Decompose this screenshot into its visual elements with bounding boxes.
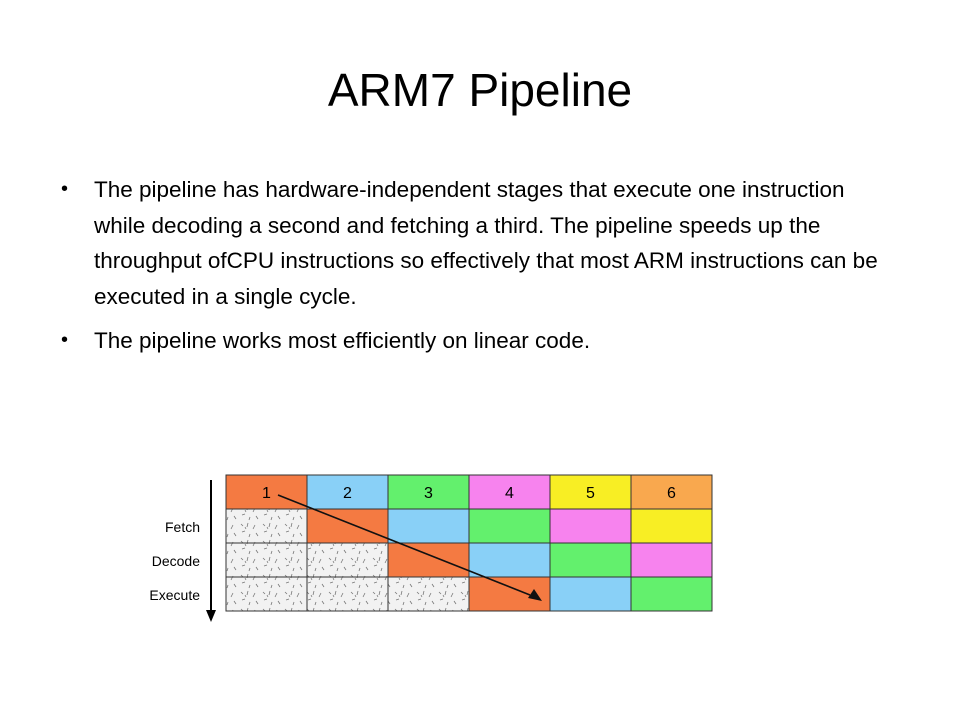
- instruction-cell: [549, 508, 632, 544]
- cycle-label: 4: [505, 485, 514, 502]
- cycle-header-cell: [306, 474, 389, 510]
- instruction-cell: [468, 576, 551, 612]
- idle-cell: [387, 576, 470, 612]
- instruction-cell: [387, 508, 470, 544]
- cycle-label: 1: [262, 485, 271, 502]
- idle-cell: [225, 576, 308, 612]
- bullet-item: • The pipeline has hardware-independent …: [60, 172, 880, 314]
- idle-cell: [306, 542, 389, 578]
- bullet-list: • The pipeline has hardware-independent …: [60, 172, 880, 368]
- instruction-cell: [549, 576, 632, 612]
- instruction-cell: [468, 542, 551, 578]
- instruction-cell: [630, 542, 713, 578]
- idle-cell: [225, 542, 308, 578]
- bullet-text: The pipeline has hardware-independent st…: [94, 177, 878, 309]
- idle-cell: [306, 576, 389, 612]
- instruction-cell: [468, 508, 551, 544]
- time-arrowhead: [206, 610, 216, 622]
- bullet-icon: •: [61, 329, 69, 351]
- stage-label: Decode: [152, 553, 200, 569]
- cycle-header-cell: [630, 474, 713, 510]
- cycle-label: 5: [586, 485, 595, 502]
- stage-label: Fetch: [165, 519, 200, 535]
- bullet-icon: •: [61, 178, 69, 200]
- instruction-cell: [630, 508, 713, 544]
- cycle-label: 2: [343, 485, 352, 502]
- bullet-item: • The pipeline works most efficiently on…: [60, 323, 880, 359]
- cycle-header-cell: [387, 474, 470, 510]
- idle-cell: [225, 508, 308, 544]
- diagonal-arrow: [277, 494, 531, 596]
- diagonal-arrowhead: [528, 589, 542, 601]
- instruction-cell: [630, 576, 713, 612]
- cycle-label: 3: [424, 485, 433, 502]
- cycle-header-cell: [225, 474, 308, 510]
- instruction-cell: [549, 542, 632, 578]
- stage-label: Execute: [149, 587, 200, 603]
- cycle-label: 6: [667, 485, 676, 502]
- instruction-cell: [306, 508, 389, 544]
- instruction-cell: [387, 542, 470, 578]
- slide-title: ARM7 Pipeline: [327, 64, 633, 116]
- bullet-text: The pipeline works most efficiently on l…: [94, 328, 591, 353]
